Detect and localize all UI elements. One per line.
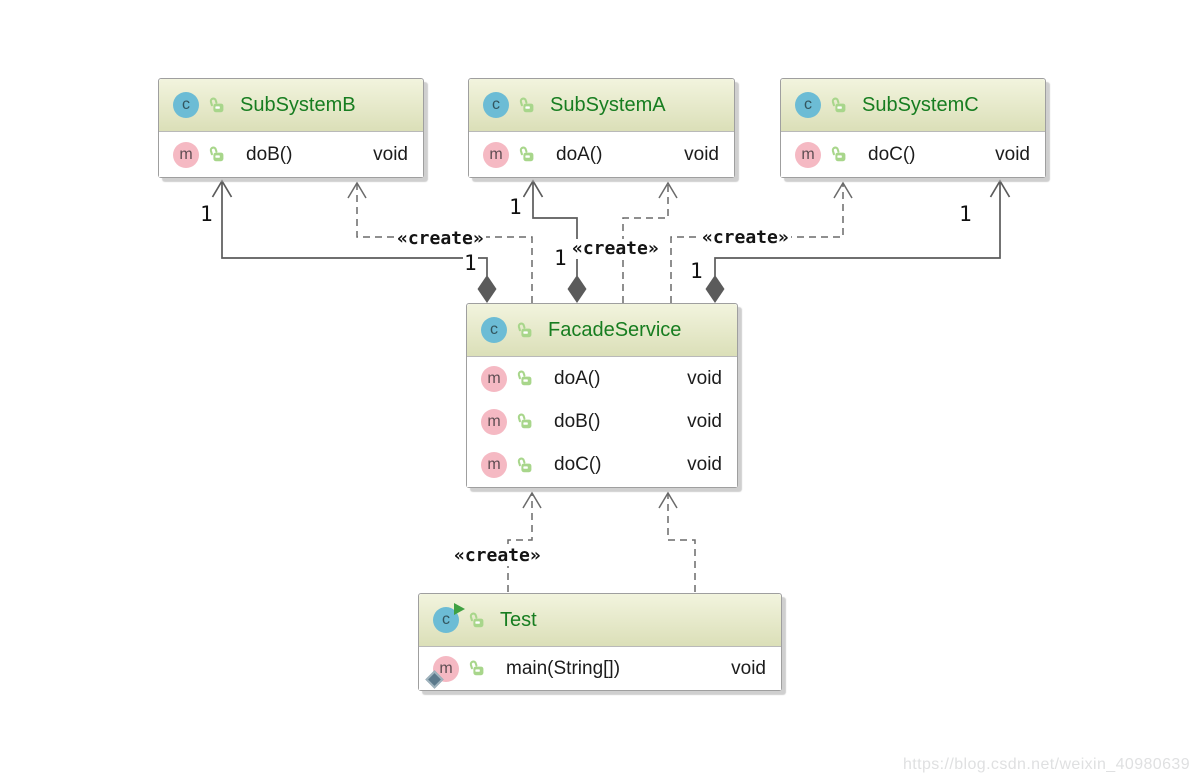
method-name: doC(): [868, 143, 916, 165]
method-row[interactable]: m doB() void: [159, 132, 423, 177]
create-label: «create»: [395, 228, 486, 249]
class-node-subsystemb[interactable]: c SubSystemB m doB() void: [158, 78, 424, 178]
class-header[interactable]: c SubSystemA: [469, 79, 734, 132]
edge-create-facadeservice-subsystemc[interactable]: [670, 181, 853, 303]
multiplicity-label: 1: [958, 202, 973, 226]
edge-composition-facadeservice-subsystemc[interactable]: [714, 179, 1011, 276]
multiplicity-label: 1: [199, 202, 214, 226]
class-header[interactable]: c SubSystemB: [159, 79, 423, 132]
class-name: SubSystemB: [240, 93, 356, 116]
public-lock-icon: [208, 97, 225, 114]
method-row[interactable]: m doC() void: [781, 132, 1045, 177]
method-return-type: void: [687, 410, 722, 432]
method-row[interactable]: m doA() void: [467, 357, 737, 401]
class-node-test[interactable]: c Test m main(String[]) void: [418, 593, 782, 691]
public-lock-icon: [468, 612, 485, 629]
method-name: doB(): [246, 143, 293, 165]
method-name: doB(): [554, 410, 601, 432]
composition-diamond-icon: [567, 275, 587, 303]
class-header[interactable]: c SubSystemC: [781, 79, 1045, 132]
method-row[interactable]: m doA() void: [469, 132, 734, 177]
method-icon: m: [173, 141, 199, 168]
class-name: FacadeService: [548, 318, 682, 341]
method-icon: m: [795, 141, 821, 168]
public-lock-icon: [516, 413, 533, 430]
class-icon: c: [483, 92, 509, 118]
method-icon: m: [481, 365, 507, 392]
method-row[interactable]: m main(String[]) void: [419, 647, 781, 690]
class-name: Test: [500, 608, 537, 631]
multiplicity-label: 1: [508, 195, 523, 219]
class-icon: c: [173, 92, 199, 118]
method-icon: m: [481, 452, 507, 479]
edge-create-test-facadeservice-left[interactable]: [507, 491, 542, 592]
composition-diamond-icon: [705, 275, 725, 303]
composition-diamond-icon: [477, 275, 497, 303]
public-lock-icon: [516, 370, 533, 387]
method-return-type: void: [687, 454, 722, 476]
edge-composition-facadeservice-subsystemb[interactable]: [211, 179, 488, 276]
class-header[interactable]: c Test: [419, 594, 781, 647]
class-icon: c: [481, 317, 507, 343]
multiplicity-label: 1: [553, 246, 568, 270]
multiplicity-label: 1: [689, 259, 704, 283]
method-name: main(String[]): [506, 657, 621, 679]
class-name: SubSystemC: [862, 93, 979, 116]
public-lock-icon: [518, 97, 535, 114]
runnable-class-icon: c: [433, 603, 465, 633]
method-return-type: void: [687, 367, 722, 389]
method-return-type: void: [731, 657, 766, 679]
method-icon: m: [481, 408, 507, 435]
method-row[interactable]: m doB() void: [467, 400, 737, 444]
class-header[interactable]: c FacadeService: [467, 304, 737, 357]
method-return-type: void: [684, 143, 719, 165]
method-name: doA(): [556, 143, 603, 165]
public-lock-icon: [516, 457, 533, 474]
public-lock-icon: [518, 146, 535, 163]
run-triangle-icon: [454, 603, 465, 615]
method-name: doA(): [554, 367, 601, 389]
watermark-url: https://blog.csdn.net/weixin_40980639: [903, 756, 1190, 773]
edge-create-facadeservice-subsystemb[interactable]: [347, 181, 533, 303]
class-node-subsystema[interactable]: c SubSystemA m doA() void: [468, 78, 735, 178]
multiplicity-label: 1: [463, 251, 478, 275]
method-name: doC(): [554, 454, 602, 476]
create-label: «create»: [700, 227, 791, 248]
class-name: SubSystemA: [550, 93, 666, 116]
class-icon: c: [795, 92, 821, 118]
public-lock-icon: [516, 322, 533, 339]
public-lock-icon: [830, 97, 847, 114]
public-lock-icon: [468, 660, 485, 677]
method-row[interactable]: m doC() void: [467, 443, 737, 487]
create-label: «create»: [452, 545, 543, 566]
method-icon: m: [483, 141, 509, 168]
method-return-type: void: [373, 143, 408, 165]
static-method-icon: m: [425, 655, 459, 689]
method-return-type: void: [995, 143, 1030, 165]
class-node-facadeservice[interactable]: c FacadeService m doA() void m doB() voi…: [466, 303, 738, 488]
class-node-subsystemc[interactable]: c SubSystemC m doC() void: [780, 78, 1046, 178]
public-lock-icon: [208, 146, 225, 163]
create-label: «create»: [570, 238, 661, 259]
edge-create-test-facadeservice-right[interactable]: [658, 491, 696, 592]
public-lock-icon: [830, 146, 847, 163]
edge-create-facadeservice-subsystema[interactable]: [622, 181, 678, 303]
